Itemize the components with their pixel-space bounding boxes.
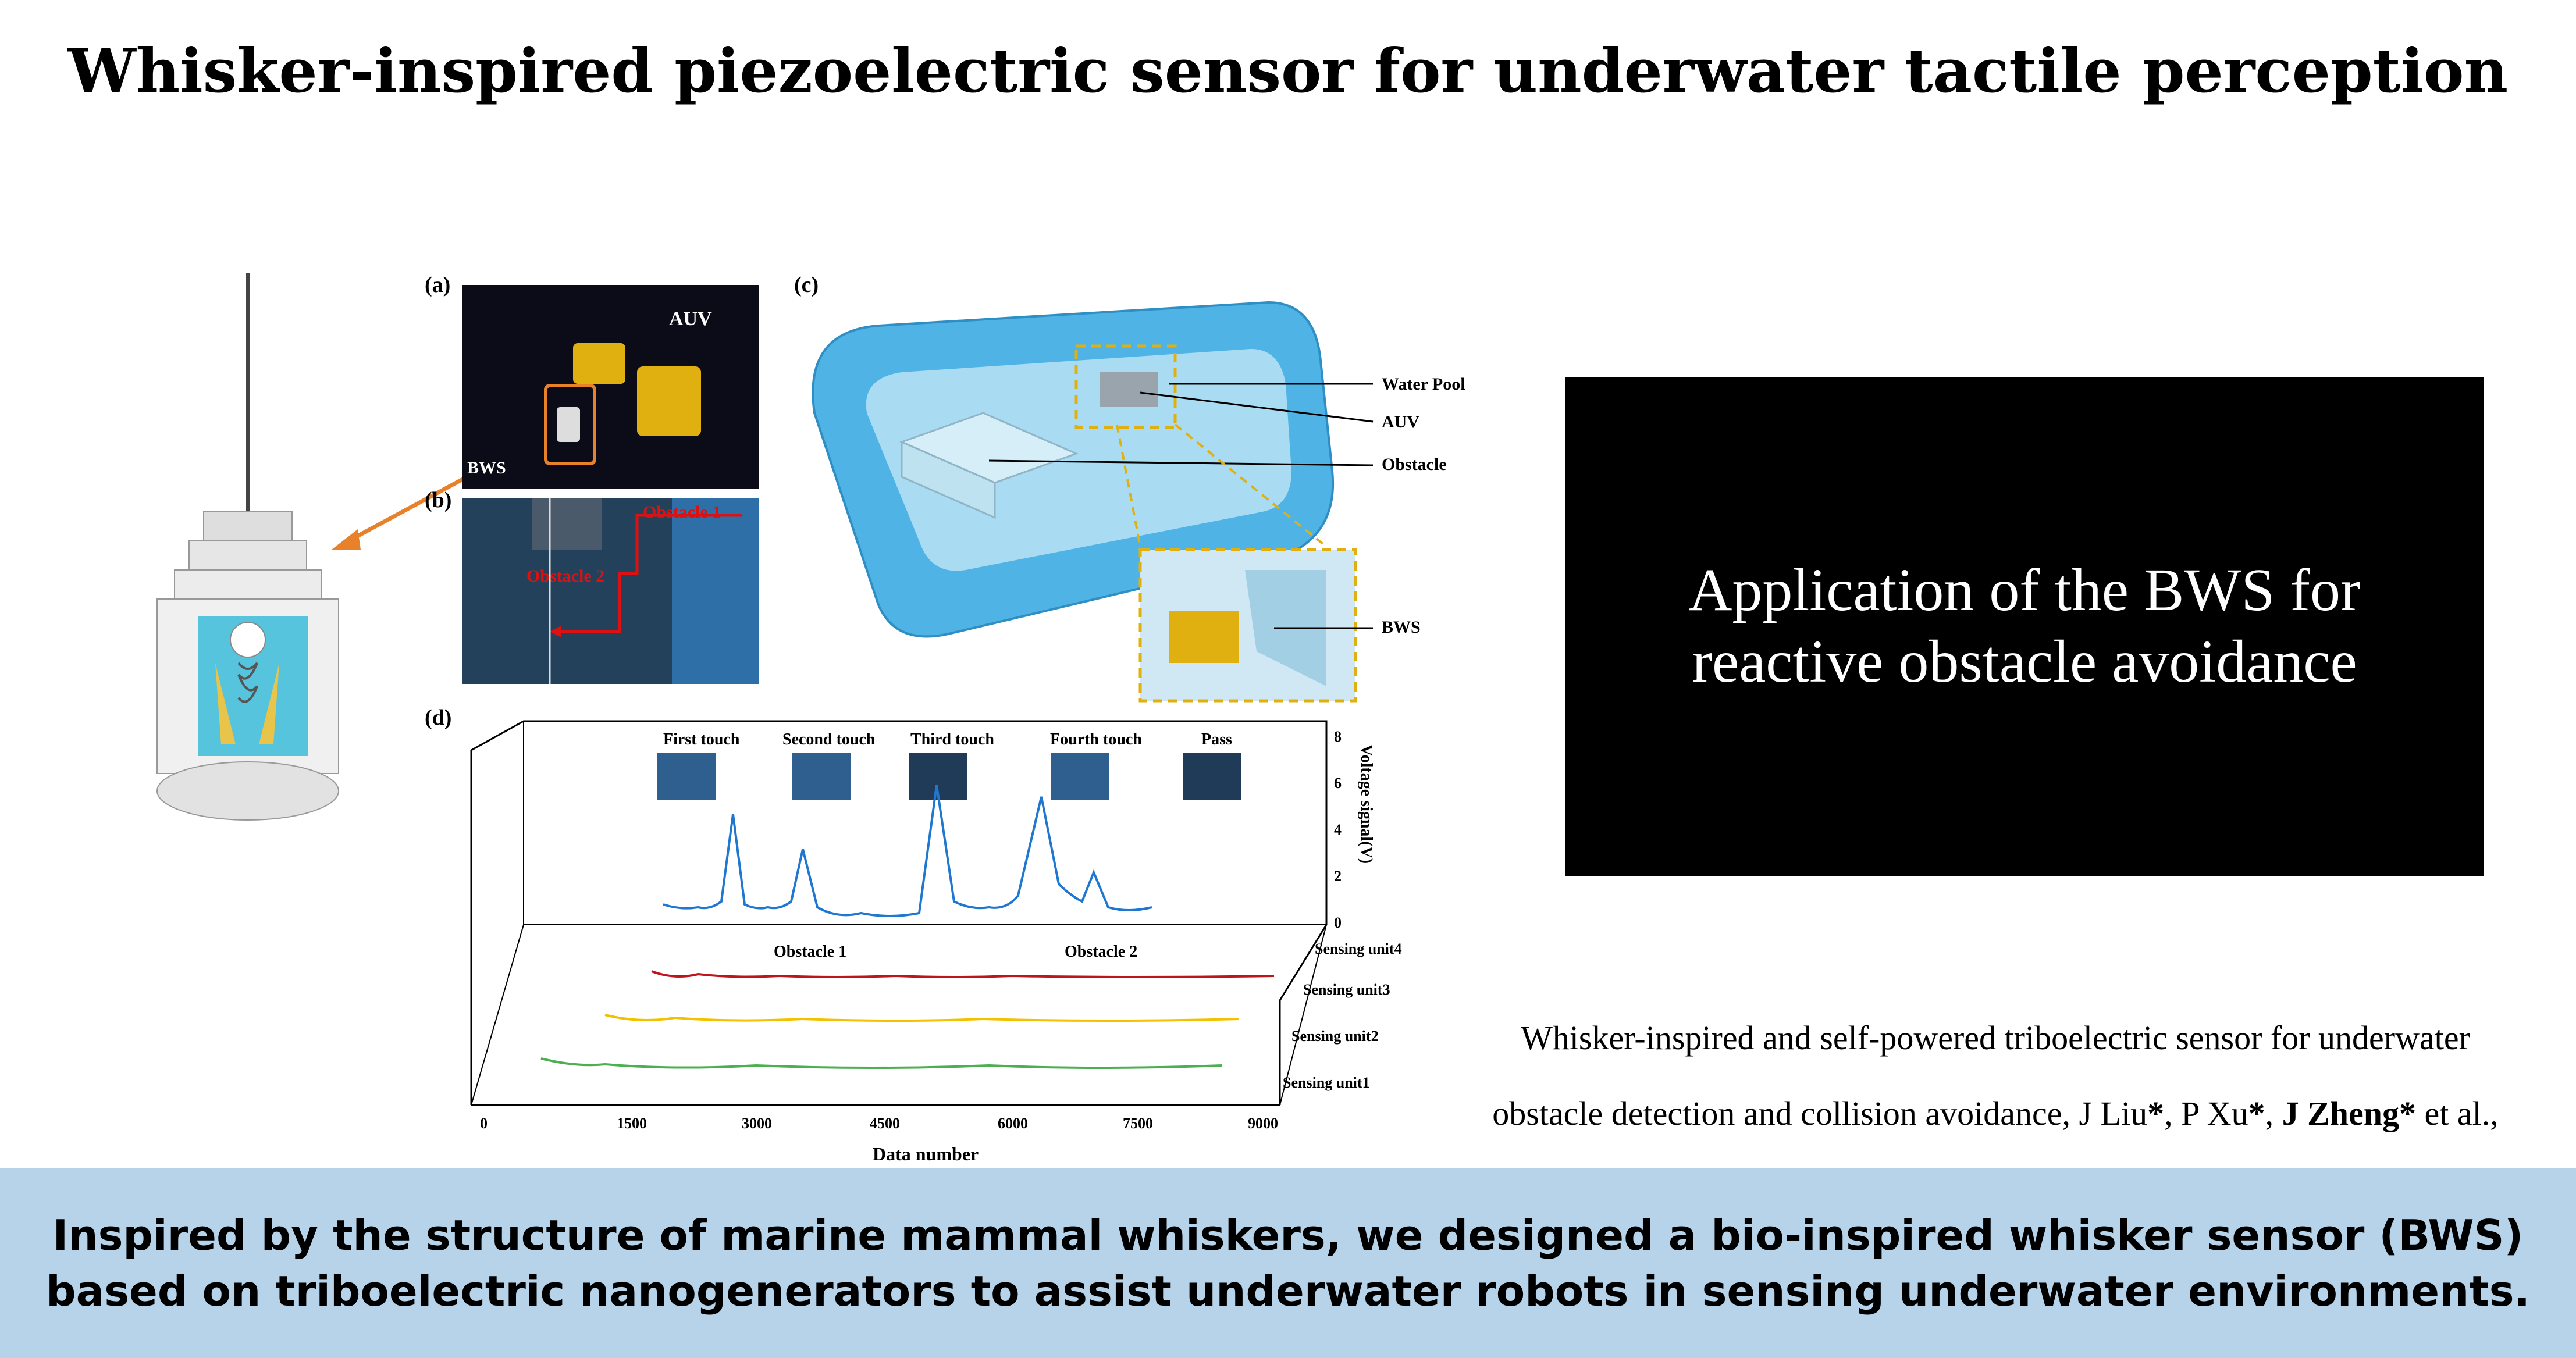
xtick-4500: 4500 — [870, 1115, 900, 1132]
bws-label: BWS — [467, 458, 506, 477]
xtick-6000: 6000 — [998, 1115, 1028, 1132]
ytick-2: 2 — [1334, 868, 1342, 885]
panel-b-photo: Obstacle 1 Obstacle 2 — [462, 498, 759, 684]
unit-label-1: Sensing unit1 — [1283, 1074, 1370, 1091]
citation-line1: Whisker-inspired and self-powered triboe… — [1521, 1019, 2470, 1057]
ytick-4: 4 — [1334, 821, 1342, 838]
xlabel: Data number — [873, 1143, 979, 1164]
unit-label-2: Sensing unit2 — [1291, 1028, 1379, 1045]
panel-d-letter: (d) — [425, 705, 452, 730]
video-player[interactable]: Application of the BWS for reactive obst… — [1565, 377, 2484, 876]
auv-pool-label: AUV — [1382, 412, 1419, 432]
video-caption: Application of the BWS for reactive obst… — [1688, 557, 2361, 695]
auv-label: AUV — [669, 308, 712, 330]
xtick-9000: 9000 — [1248, 1115, 1278, 1132]
obstacle2-label: Obstacle 2 — [526, 566, 605, 586]
xtick-7500: 7500 — [1123, 1115, 1153, 1132]
panel-b-letter: (b) — [425, 488, 452, 512]
touch-label-5: Pass — [1201, 730, 1232, 748]
ytick-8: 8 — [1334, 728, 1342, 745]
bws-pool-label: BWS — [1382, 618, 1421, 637]
summary-banner: Inspired by the structure of marine mamm… — [0, 1168, 2576, 1358]
xtick-1500: 1500 — [617, 1115, 647, 1132]
obstacle-pool-label: Obstacle — [1382, 455, 1447, 474]
unit-label-3: Sensing unit3 — [1303, 981, 1390, 998]
ylabel: Voltage signal(V) — [1357, 744, 1375, 864]
ytick-6: 6 — [1334, 775, 1342, 792]
panel-a-photo: AUV BWS — [462, 285, 759, 489]
touch-label-2: Second touch — [782, 730, 876, 748]
ytick-0: 0 — [1334, 914, 1342, 931]
xtick-3000: 3000 — [742, 1115, 772, 1132]
water-pool-label: Water Pool — [1382, 375, 1465, 394]
chart-obstacle1-label: Obstacle 1 — [774, 943, 846, 961]
page-title: Whisker-inspired piezoelectric sensor fo… — [67, 35, 2509, 106]
panel-c-letter: (c) — [794, 273, 819, 297]
summary-text: Inspired by the structure of marine mamm… — [46, 1210, 2530, 1316]
panel-c-pool-illustration: Water Pool AUV Obstacle BWS — [812, 301, 1465, 703]
obstacle1-label: Obstacle 1 — [643, 502, 721, 522]
touch-label-1: First touch — [663, 730, 740, 748]
touch-label-3: Third touch — [910, 730, 994, 748]
panel-a-letter: (a) — [425, 273, 451, 297]
bws-sensor-illustration — [156, 273, 339, 821]
xtick-0: 0 — [480, 1115, 488, 1132]
citation-line2: obstacle detection and collision avoidan… — [1492, 1095, 2499, 1132]
unit-label-4: Sensing unit4 — [1315, 940, 1402, 957]
panel-d-chart: First touch Second touch Third touch Fou… — [470, 720, 1402, 1164]
chart-obstacle2-label: Obstacle 2 — [1065, 943, 1137, 961]
touch-label-4: Fourth touch — [1050, 730, 1142, 748]
